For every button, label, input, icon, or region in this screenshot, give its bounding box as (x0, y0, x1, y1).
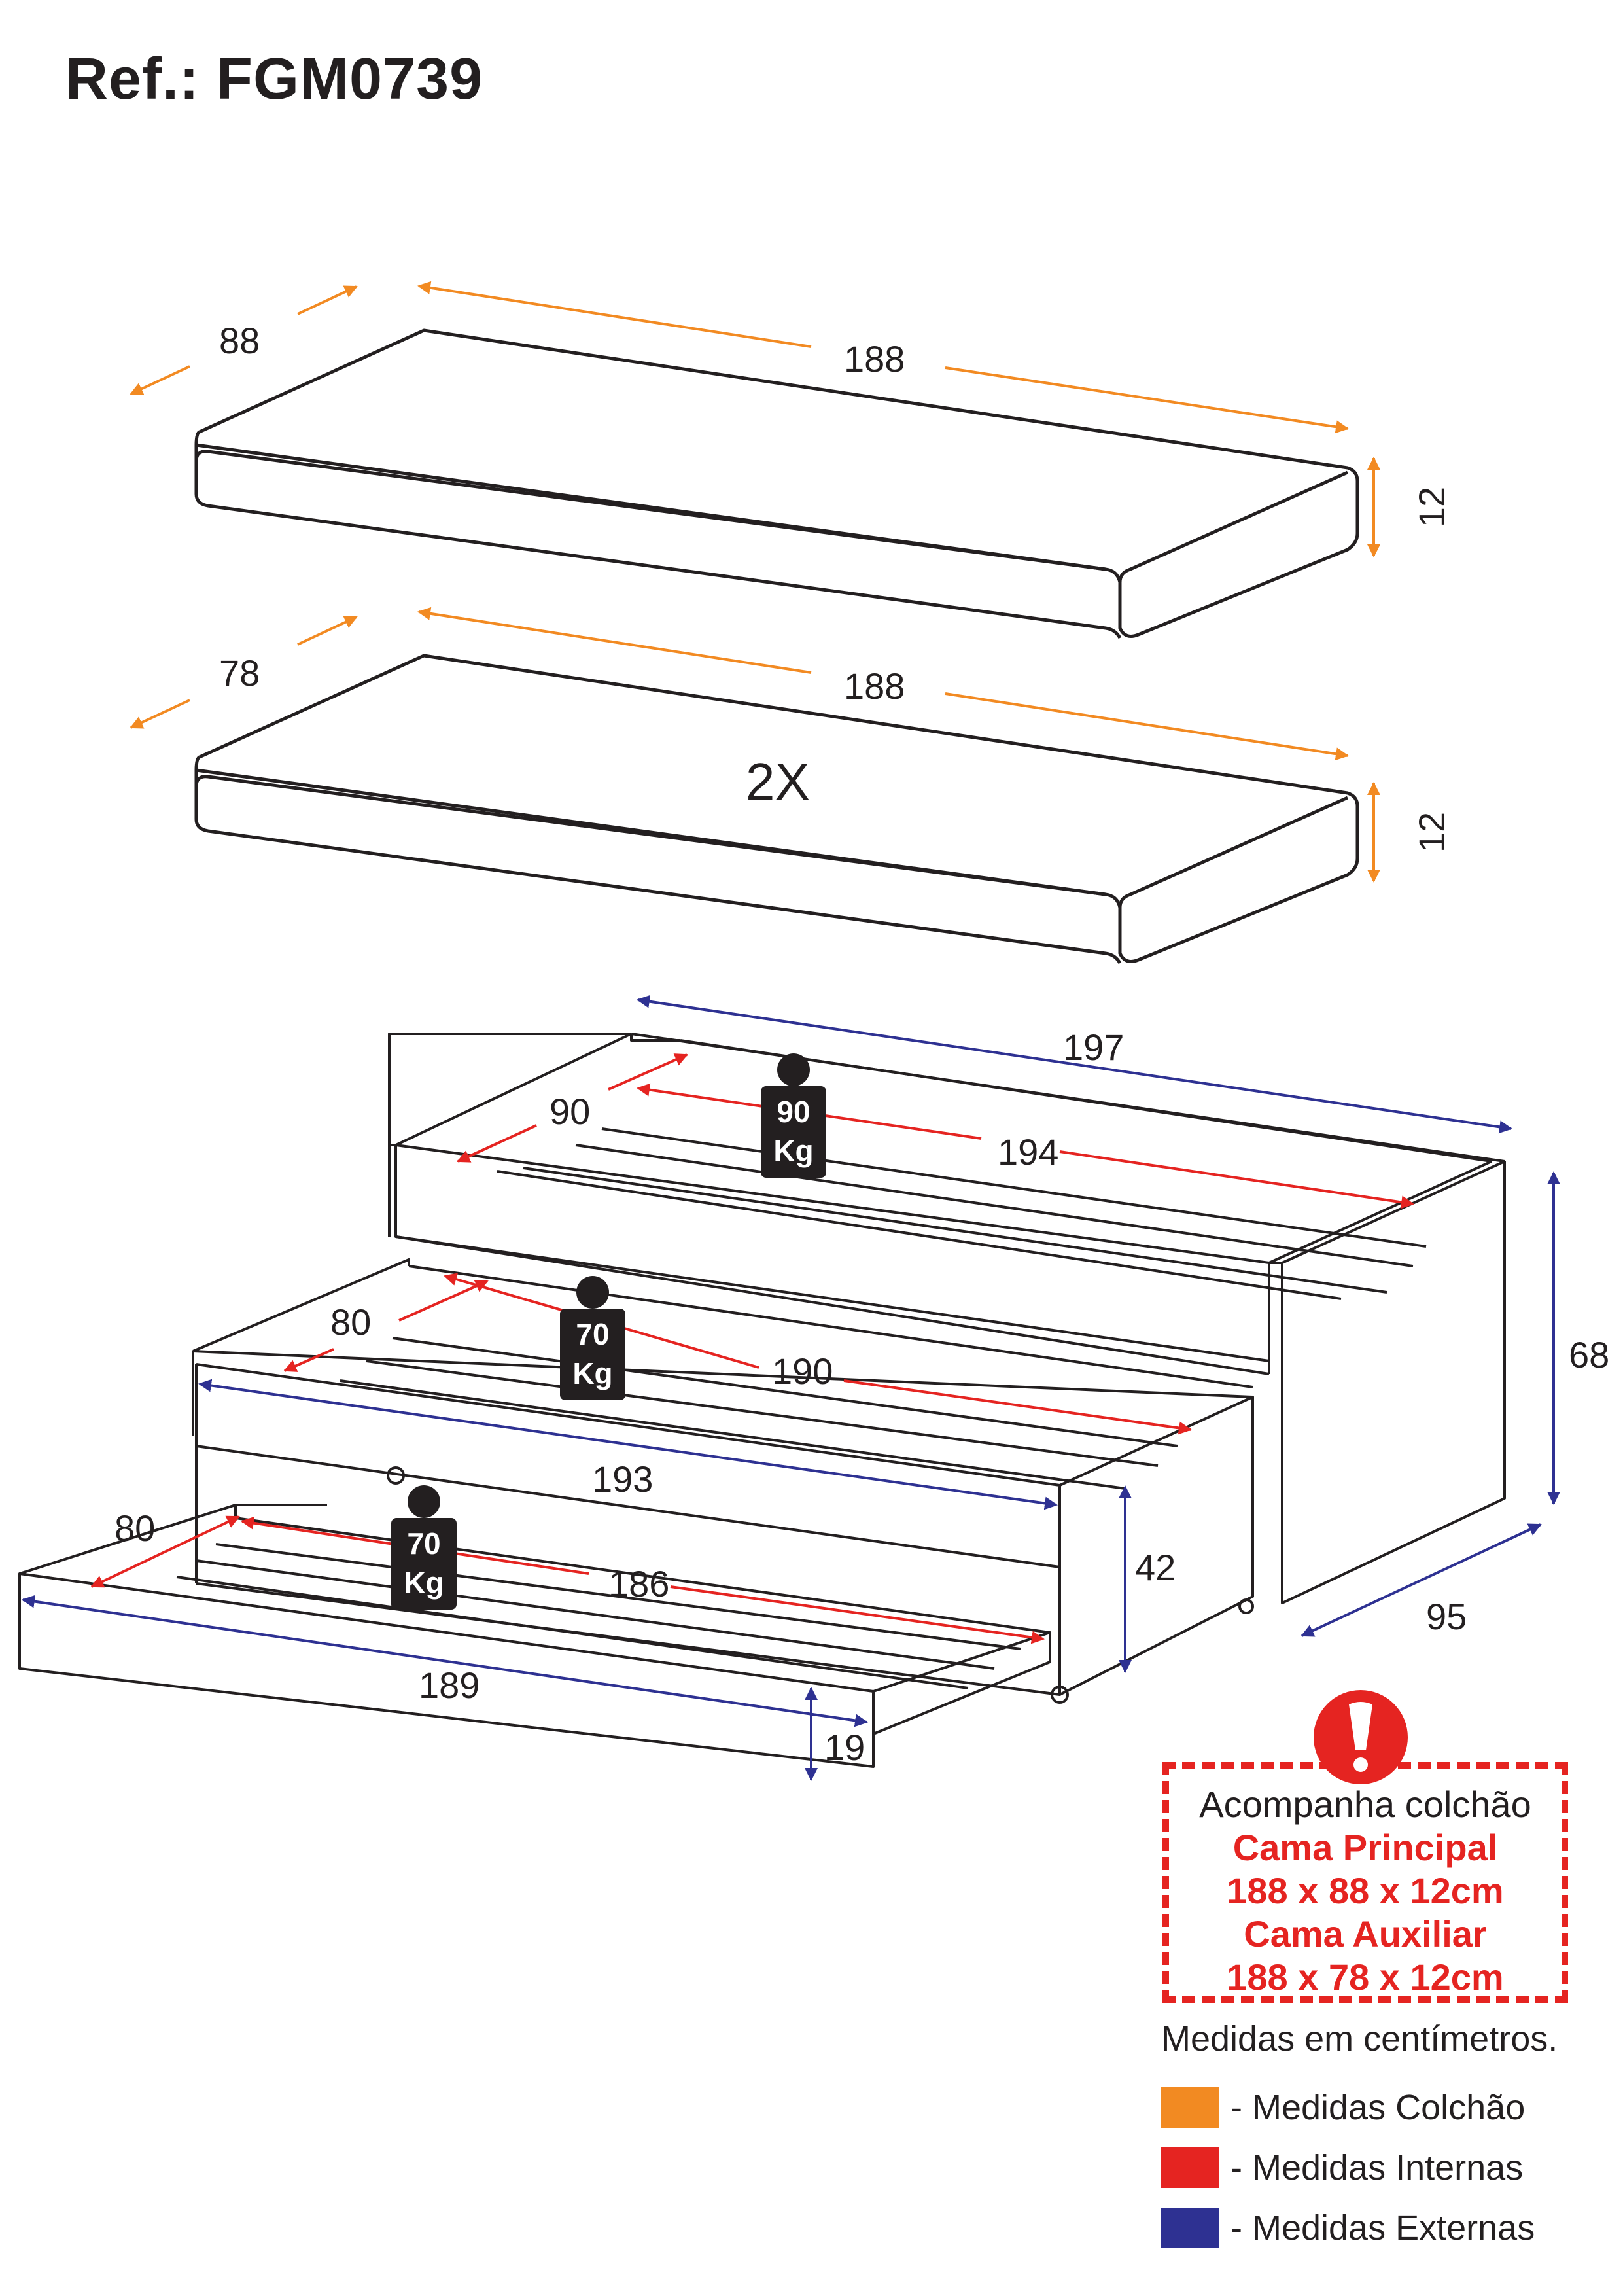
main-bed-right-end (1281, 1160, 1506, 1604)
weight-tag-main-unit: Kg (773, 1134, 813, 1168)
mattress-aux-width-label: 78 (219, 652, 260, 694)
low-int-width-label: 80 (114, 1508, 155, 1549)
notice-aux-bed: Cama Auxiliar (1244, 1913, 1487, 1954)
mattress-quantity: 2X (746, 752, 810, 811)
legend-item-externas: - Medidas Externas (1161, 2198, 1606, 2258)
mattress-main (194, 328, 1359, 639)
weight-tag-mid-value: 70 (576, 1317, 609, 1351)
mattress-aux-width-arrow-a (297, 616, 358, 646)
notice-aux-size: 188 x 78 x 12cm (1227, 1956, 1504, 1998)
mattress-main-width-label: 88 (219, 320, 260, 361)
mid-ext-length-label: 193 (592, 1458, 653, 1500)
exclamation-icon (1314, 1690, 1408, 1784)
low-ext-length-arrow (22, 1595, 868, 1727)
notice-main-size: 188 x 88 x 12cm (1227, 1870, 1504, 1911)
mid-trundle-right-end (1059, 1396, 1254, 1696)
mattress-aux-width-arrow-b (130, 699, 190, 729)
weight-tag-low-unit: Kg (404, 1566, 444, 1600)
legend-swatch-orange (1161, 2087, 1219, 2128)
legend-swatch-red (1161, 2147, 1219, 2188)
product-reference: Ref.: FGM0739 (65, 46, 483, 112)
main-int-width-arrow-b (608, 1053, 688, 1091)
low-int-width-arrow (90, 1515, 240, 1588)
low-height-label: 19 (824, 1727, 865, 1768)
legend-item-internas: - Medidas Internas (1161, 2138, 1606, 2198)
mattress-main-length-arrow-b (945, 366, 1349, 434)
caster-side (1238, 1598, 1254, 1614)
main-int-width-arrow-a (457, 1124, 537, 1163)
mid-ext-length-arrow (198, 1379, 1058, 1510)
bed-height-label: 68 (1569, 1334, 1609, 1375)
low-int-length-label: 186 (608, 1563, 669, 1604)
main-bed-back-panel (388, 1033, 631, 1145)
legend: Medidas em centímetros. - Medidas Colchã… (1161, 2019, 1606, 2258)
low-ext-length-label: 189 (419, 1665, 480, 1706)
mattress-notice-box: Acompanha colchão Cama Principal 188 x 8… (1162, 1762, 1568, 2003)
mattress-aux-length-label: 188 (844, 665, 905, 707)
notice-intro: Acompanha colchão (1199, 1784, 1531, 1825)
weight-tag-low-value: 70 (407, 1527, 440, 1561)
weight-tag-mid-unit: Kg (572, 1356, 612, 1390)
legend-label-externas: - Medidas Externas (1230, 2208, 1535, 2248)
mid-int-width-arrow-b (398, 1280, 489, 1322)
weight-tag-low: 70 Kg (391, 1485, 457, 1610)
low-trundle-side (873, 1631, 1051, 1735)
mattress-main-width-arrow-b (130, 365, 190, 395)
legend-swatch-blue (1161, 2208, 1219, 2248)
mattress-main-length-arrow-a (417, 281, 812, 348)
weight-tag-mid: 70 Kg (560, 1276, 625, 1400)
caster-right (1051, 1686, 1069, 1704)
bed-depth-label: 95 (1426, 1596, 1467, 1637)
weight-tag-main: 90 Kg (761, 1053, 826, 1178)
main-bed-front-rail (395, 1144, 1270, 1374)
mattress-main-length-label: 188 (844, 338, 905, 380)
mid-int-width-label: 80 (330, 1301, 371, 1343)
main-int-length-label: 194 (998, 1131, 1058, 1173)
mattress-aux-length-arrow-b (945, 692, 1349, 761)
mattress-main-height-label: 12 (1411, 487, 1452, 527)
mid-height-label: 42 (1135, 1547, 1176, 1588)
main-int-length-arrow-b (1059, 1150, 1414, 1209)
weight-tag-main-value: 90 (777, 1095, 810, 1129)
mattress-aux-dimensions (130, 607, 1380, 883)
legend-item-colchao: - Medidas Colchão (1161, 2077, 1606, 2138)
mid-int-width-arrow-a (283, 1348, 334, 1372)
legend-label-internas: - Medidas Internas (1230, 2148, 1524, 2187)
notice-main-bed: Cama Principal (1232, 1827, 1498, 1868)
bed-depth-arrow (1300, 1523, 1542, 1637)
legend-title: Medidas em centímetros. (1161, 2019, 1558, 2058)
mattress-aux (194, 654, 1359, 964)
mid-int-length-label: 190 (772, 1351, 833, 1392)
bed-dimension-arrows (22, 995, 1560, 1781)
mattress-main-width-arrow-a (297, 285, 358, 315)
mid-trundle-back-panel (192, 1258, 410, 1352)
mattress-main-dimensions (130, 281, 1380, 557)
main-ext-length-arrow (637, 995, 1512, 1134)
legend-label-colchao: - Medidas Colchão (1230, 2088, 1526, 2127)
mattress-aux-height-label: 12 (1411, 812, 1452, 853)
mattress-aux-length-arrow-a (417, 607, 812, 674)
main-int-width-label: 90 (550, 1091, 590, 1132)
main-ext-length-label: 197 (1063, 1027, 1124, 1068)
